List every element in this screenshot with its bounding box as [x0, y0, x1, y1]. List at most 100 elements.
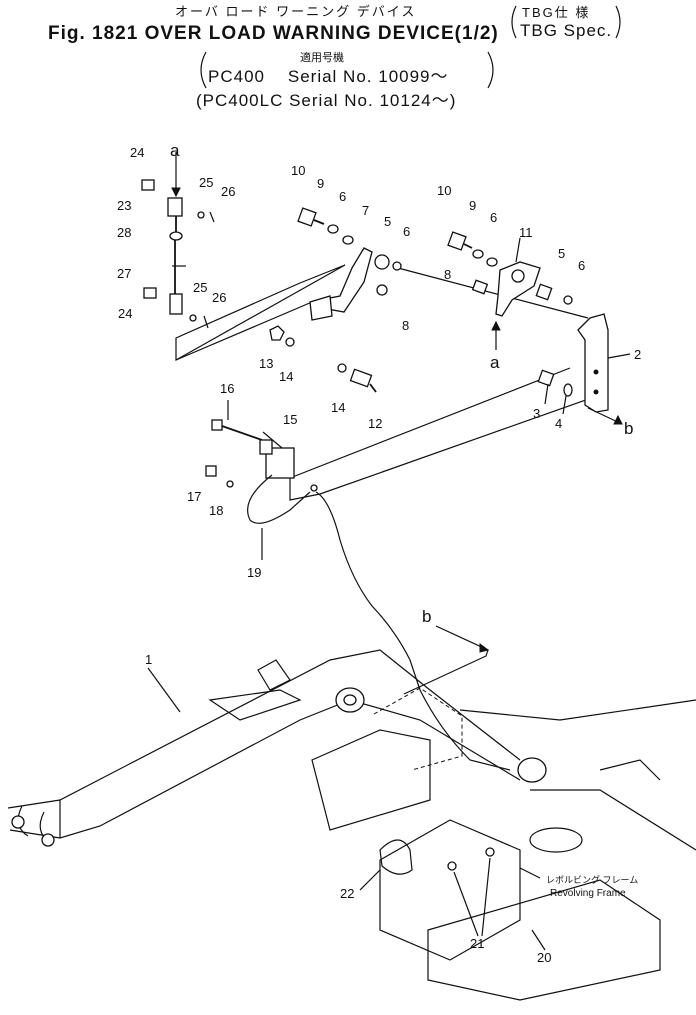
callout-11: 11: [519, 225, 533, 240]
bolt-21: [485, 847, 495, 857]
frame-center: [379, 819, 521, 961]
bolt-24: [141, 179, 155, 191]
washer-25: [189, 314, 197, 322]
lever-pin: [511, 269, 525, 283]
washer-9: [472, 249, 484, 259]
arrow-a-top: [171, 187, 181, 198]
leader-b-lower: [403, 625, 489, 695]
bolt-3: [537, 369, 555, 387]
boom-foot-pin-center: [343, 694, 357, 706]
washer-6: [486, 257, 498, 267]
nut-28: [169, 231, 183, 241]
callout-23: 23: [117, 198, 131, 213]
bolt-head-10: [297, 207, 317, 227]
frame-opening: [529, 827, 583, 853]
cotter-pin-26: [203, 315, 209, 329]
bushing-5: [374, 254, 390, 270]
callout-13: 13: [259, 356, 273, 371]
callout-10: 10: [437, 183, 451, 198]
title-japanese: オーバ ロード ワーニング デバイス: [175, 4, 416, 19]
pin-shank: [369, 383, 377, 393]
callout-4: 4: [555, 416, 562, 431]
boom-upper-edge: [7, 649, 521, 809]
callout-25: 25: [199, 175, 213, 190]
cable-19-loop: [247, 474, 311, 524]
callout-9: 9: [317, 176, 324, 191]
bracket-bar-lower-edge: [289, 370, 601, 501]
washer-6: [342, 235, 354, 245]
serial-line-1: PC400 Serial No. 10099～: [208, 67, 449, 86]
callout-22: 22: [340, 886, 354, 901]
frame-label-japanese: レボルビング フレーム: [546, 874, 638, 885]
frame-edge-right: [530, 789, 696, 851]
bolt-17: [205, 465, 217, 477]
callout-5: 5: [558, 246, 565, 261]
callout-17: 17: [187, 489, 201, 504]
frame-base-20: [427, 879, 661, 1001]
boom-pin-hole: [11, 815, 25, 829]
washer-18: [226, 480, 234, 488]
callout-3: 3: [533, 406, 540, 421]
frame-right-lug: [599, 759, 661, 781]
lever-plate: [309, 295, 333, 321]
bolt-16-head: [211, 419, 223, 431]
washer-25: [197, 211, 205, 219]
spec-bracket-left: [511, 5, 517, 39]
bracket-bar-upper-edge: [289, 367, 571, 479]
callout-8: 8: [444, 267, 451, 282]
washer-6: [392, 261, 402, 271]
cotter-pin-26: [209, 211, 215, 223]
boom-foot-pin-right: [517, 757, 547, 783]
leader-frame-label: [519, 867, 541, 879]
washer-4: [563, 383, 573, 397]
leader-20: [531, 929, 546, 951]
washer-14: [337, 363, 347, 373]
leader-11: [515, 237, 521, 263]
boom-pin-hole: [41, 833, 55, 847]
washer-9: [327, 224, 339, 234]
arrow-a-mid: [491, 320, 501, 331]
boom-bracket: [208, 689, 302, 721]
callout-27: 27: [117, 266, 131, 281]
callout-10: 10: [291, 163, 305, 178]
callout-21: 21: [470, 936, 484, 951]
lever-arm-7: [319, 247, 373, 313]
leader-2: [607, 353, 631, 359]
callout-24: 24: [130, 145, 144, 160]
callout-16: 16: [220, 381, 234, 396]
ref-a-top: a: [170, 141, 180, 160]
boom-lug: [257, 659, 291, 691]
bolt-shank-10: [463, 243, 473, 249]
callout-6: 6: [490, 210, 497, 225]
callout-6: 6: [578, 258, 585, 273]
frame-edge: [459, 699, 696, 721]
bolt-8: [471, 279, 489, 295]
bolt-16: [221, 425, 263, 441]
callout-6: 6: [403, 224, 410, 239]
washer-14: [285, 337, 295, 347]
frame-block: [311, 729, 431, 831]
spec-bracket-right: [615, 5, 621, 39]
callout-26: 26: [212, 290, 226, 305]
callout-9: 9: [469, 198, 476, 213]
hidden-lever-outline: [373, 687, 463, 771]
callout-5: 5: [384, 214, 391, 229]
callout-19: 19: [247, 565, 261, 580]
callout-15: 15: [283, 412, 297, 427]
nut-13: [269, 325, 285, 341]
leader-21b: [481, 857, 491, 937]
spec-japanese: TBG仕 様: [522, 5, 590, 20]
figure-title: Fig. 1821 OVER LOAD WARNING DEVICE(1/2): [48, 23, 499, 44]
arrow-b-lower: [479, 643, 490, 653]
switch-mount: [259, 439, 273, 455]
bolt-head-10: [447, 231, 467, 251]
bolt-8: [376, 284, 388, 296]
lever-arm-11: [495, 261, 541, 317]
serial-bracket-left: [200, 51, 207, 89]
rod-end: [169, 293, 183, 315]
clevis-23: [167, 197, 183, 217]
leader-3: [544, 383, 549, 405]
ref-b-lower: b: [422, 607, 432, 626]
callout-18: 18: [209, 503, 223, 518]
